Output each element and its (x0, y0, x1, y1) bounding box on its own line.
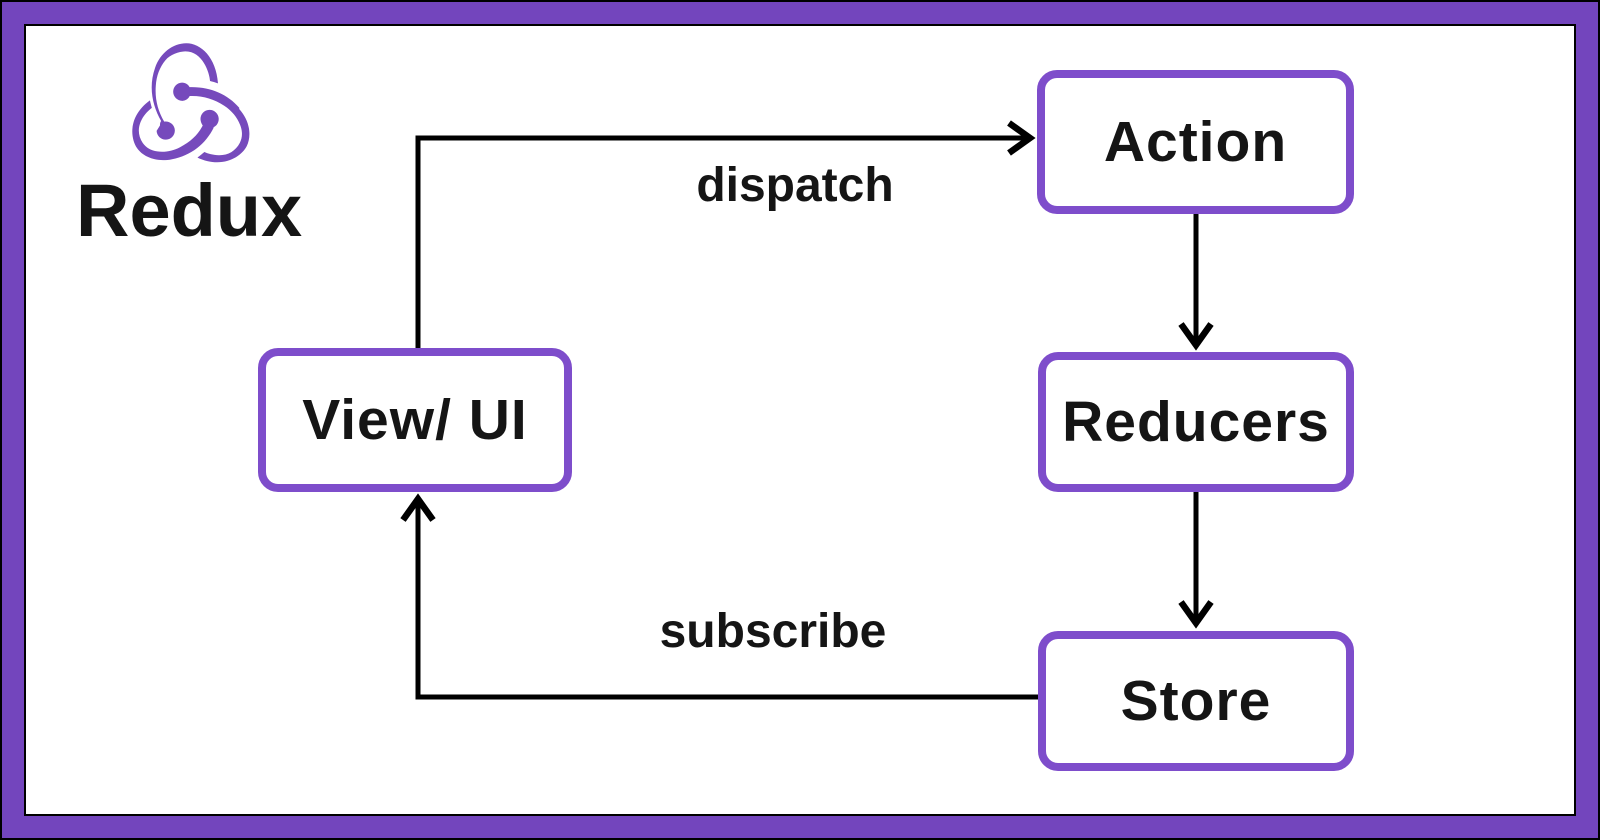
node-store-label: Store (1120, 669, 1272, 733)
arrow-dispatch (415, 120, 1036, 350)
redux-logo-icon (132, 43, 250, 163)
arrow-subscribe (400, 493, 1039, 700)
node-view-ui: View/ UI (258, 348, 572, 492)
node-action: Action (1037, 70, 1354, 214)
node-store: Store (1038, 631, 1354, 771)
node-reducers-label: Reducers (1062, 390, 1330, 454)
edge-label-subscribe: subscribe (659, 605, 887, 658)
node-reducers: Reducers (1038, 352, 1354, 492)
edge-label-dispatch: dispatch (696, 159, 894, 212)
node-view-ui-label: View/ UI (302, 388, 528, 452)
brand-wordmark: Redux (76, 169, 303, 252)
node-action-label: Action (1103, 110, 1288, 174)
